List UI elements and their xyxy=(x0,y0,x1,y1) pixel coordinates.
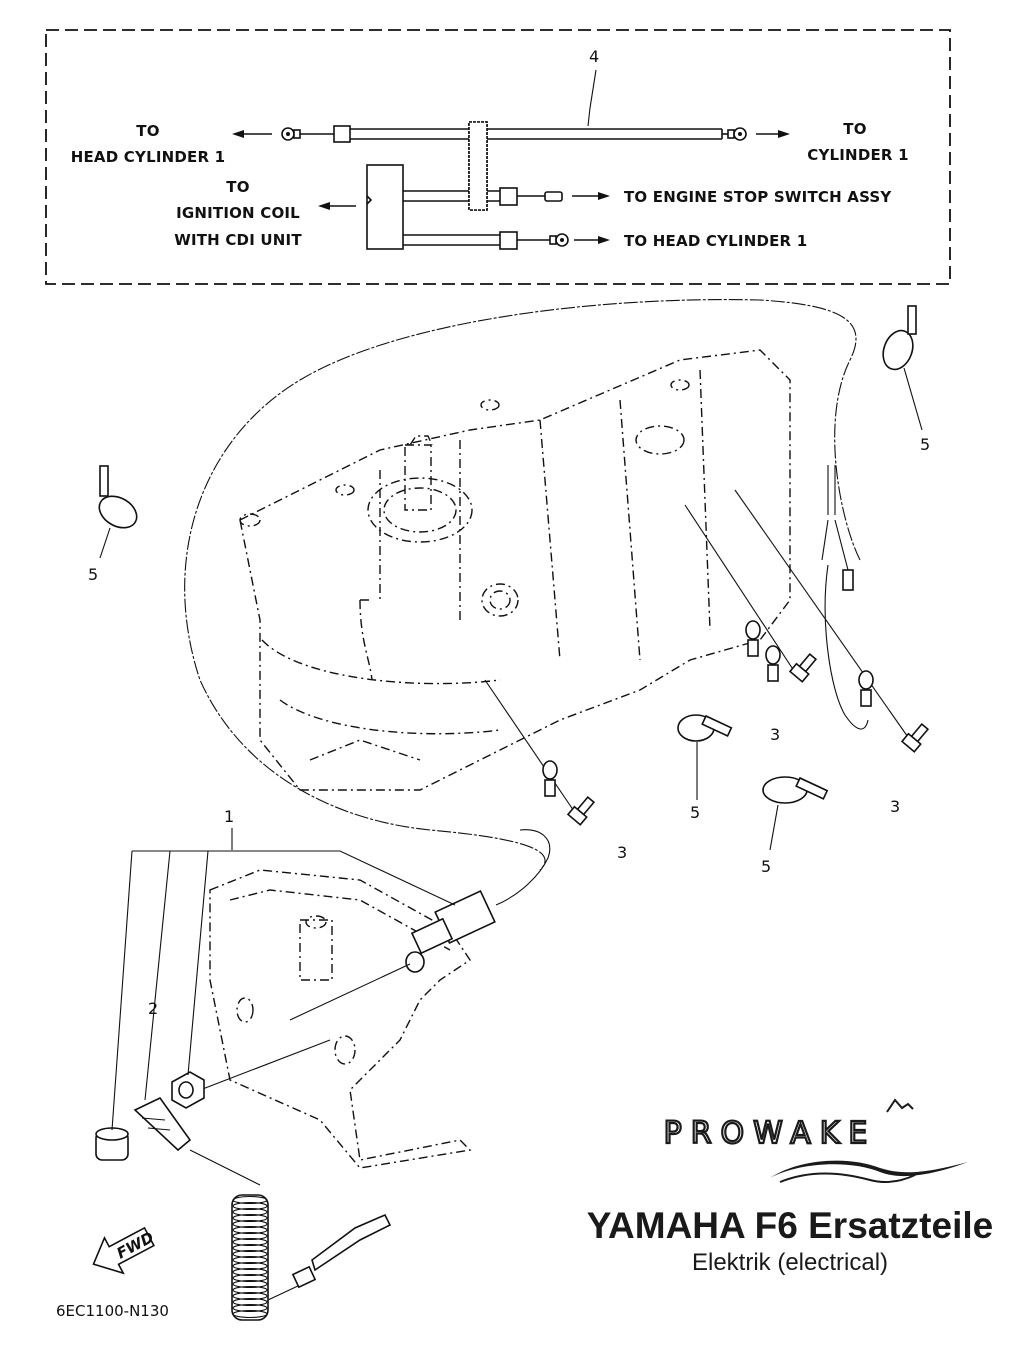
coil-ring xyxy=(232,1207,268,1217)
direction-arrows xyxy=(232,130,790,244)
leader-bolt-c xyxy=(734,489,911,741)
connector-head xyxy=(499,231,518,250)
coil-ring xyxy=(232,1201,268,1211)
logo-wave-icon xyxy=(770,1160,968,1178)
label-to-2: TO xyxy=(843,120,866,138)
lock-nut xyxy=(171,1071,205,1109)
bullet-terminal xyxy=(544,191,563,202)
clamp-middle xyxy=(677,714,733,800)
page-subtitle: Elektrik (electrical) xyxy=(691,1249,889,1276)
ground-wire xyxy=(824,564,869,730)
callout-4: 4 xyxy=(589,47,599,66)
ring-terminals xyxy=(542,620,874,797)
drawing-code: 6EC1100-N130 xyxy=(56,1302,169,1320)
label-ignition-coil: IGNITION COIL xyxy=(176,204,300,222)
inset-dashed-border xyxy=(45,29,951,285)
callout-5: 5 xyxy=(761,857,771,876)
switch-cap xyxy=(95,1127,129,1161)
coil-ring xyxy=(232,1237,268,1247)
harness-branches xyxy=(366,121,569,250)
callout-2: 2 xyxy=(148,999,158,1018)
coil-ring xyxy=(232,1273,268,1283)
cdi-connector-block xyxy=(366,164,404,250)
coil-ring xyxy=(232,1285,268,1295)
coil-ring xyxy=(232,1195,268,1205)
label-engine-stop-switch: TO ENGINE STOP SWITCH ASSY xyxy=(624,188,892,206)
arrow-right-icon xyxy=(598,236,610,244)
plug-terminal xyxy=(842,569,854,591)
label-cylinder-right: CYLINDER 1 xyxy=(807,146,908,164)
coil-ring xyxy=(232,1213,268,1223)
clamp-lower xyxy=(762,776,829,851)
callout-4-leader xyxy=(587,69,597,127)
coil-ring xyxy=(232,1225,268,1235)
leader-bolt-a xyxy=(484,679,581,821)
callout-3: 3 xyxy=(617,843,627,862)
connector-left xyxy=(333,125,351,143)
clamp-top-right xyxy=(882,305,923,431)
callout-3: 3 xyxy=(890,797,900,816)
wiring-inset: 4 xyxy=(45,29,951,285)
label-head-cylinder-right: TO HEAD CYLINDER 1 xyxy=(624,232,807,250)
callout-5: 5 xyxy=(88,565,98,584)
coil-ring xyxy=(232,1243,268,1253)
connector-stop xyxy=(499,187,518,206)
page-title: YAMAHA F6 Ersatzteile xyxy=(586,1205,994,1246)
fwd-arrow-icon: FWD xyxy=(92,1226,157,1275)
coil-ring xyxy=(232,1291,268,1301)
prowake-logo: PROWAKE xyxy=(663,1098,968,1184)
coil-ring xyxy=(232,1255,268,1265)
lower-bracket-drawing: 1 2 xyxy=(95,807,551,1321)
coil-ring xyxy=(232,1261,268,1271)
crankshaft-boss xyxy=(367,477,473,543)
coil-ring xyxy=(232,1279,268,1289)
coil-ring xyxy=(232,1267,268,1277)
callout-5: 5 xyxy=(920,435,930,454)
coil-ring xyxy=(232,1303,268,1313)
callout-1: 1 xyxy=(224,807,234,826)
callout-numbers: 3 3 3 5 5 5 5 xyxy=(88,435,930,876)
arrow-left-icon xyxy=(318,202,330,210)
plug-lead xyxy=(821,465,854,591)
coil-ring xyxy=(232,1249,268,1259)
engine-stop-switch xyxy=(405,829,551,973)
arrow-left-icon xyxy=(232,130,244,138)
engine-block-drawing xyxy=(184,299,930,871)
coil-ring xyxy=(232,1297,268,1307)
bracket-outline xyxy=(209,869,472,1169)
arrow-right-icon xyxy=(598,192,610,200)
logo-wordmark: PROWAKE xyxy=(664,1116,877,1151)
title-block: YAMAHA F6 Ersatzteile Elektrik (electric… xyxy=(560,1205,1020,1277)
lanyard-coil xyxy=(189,1149,392,1321)
coil-ring xyxy=(232,1231,268,1241)
arrow-right-icon xyxy=(778,130,790,138)
label-to-3: TO xyxy=(226,178,249,196)
thermostat-housing xyxy=(635,425,685,455)
lanyard-clip xyxy=(133,1096,192,1152)
logo-mountain-icon xyxy=(886,1098,914,1113)
label-to-1: TO xyxy=(136,122,159,140)
hose-clamps xyxy=(98,305,923,851)
ground-wire-loop xyxy=(184,299,861,871)
label-cdi-unit: WITH CDI UNIT xyxy=(174,231,302,249)
clamp-left xyxy=(98,465,138,559)
label-head-cylinder-left: HEAD CYLINDER 1 xyxy=(71,148,226,166)
callout-5: 5 xyxy=(690,803,700,822)
coil-ring xyxy=(232,1309,268,1319)
leader-bolt-b xyxy=(684,504,801,681)
callout-3: 3 xyxy=(770,725,780,744)
bolt-icons xyxy=(566,652,930,826)
crankcase-outline xyxy=(239,349,791,791)
coil-ring xyxy=(232,1219,268,1229)
lanyard-hook xyxy=(311,1213,392,1272)
